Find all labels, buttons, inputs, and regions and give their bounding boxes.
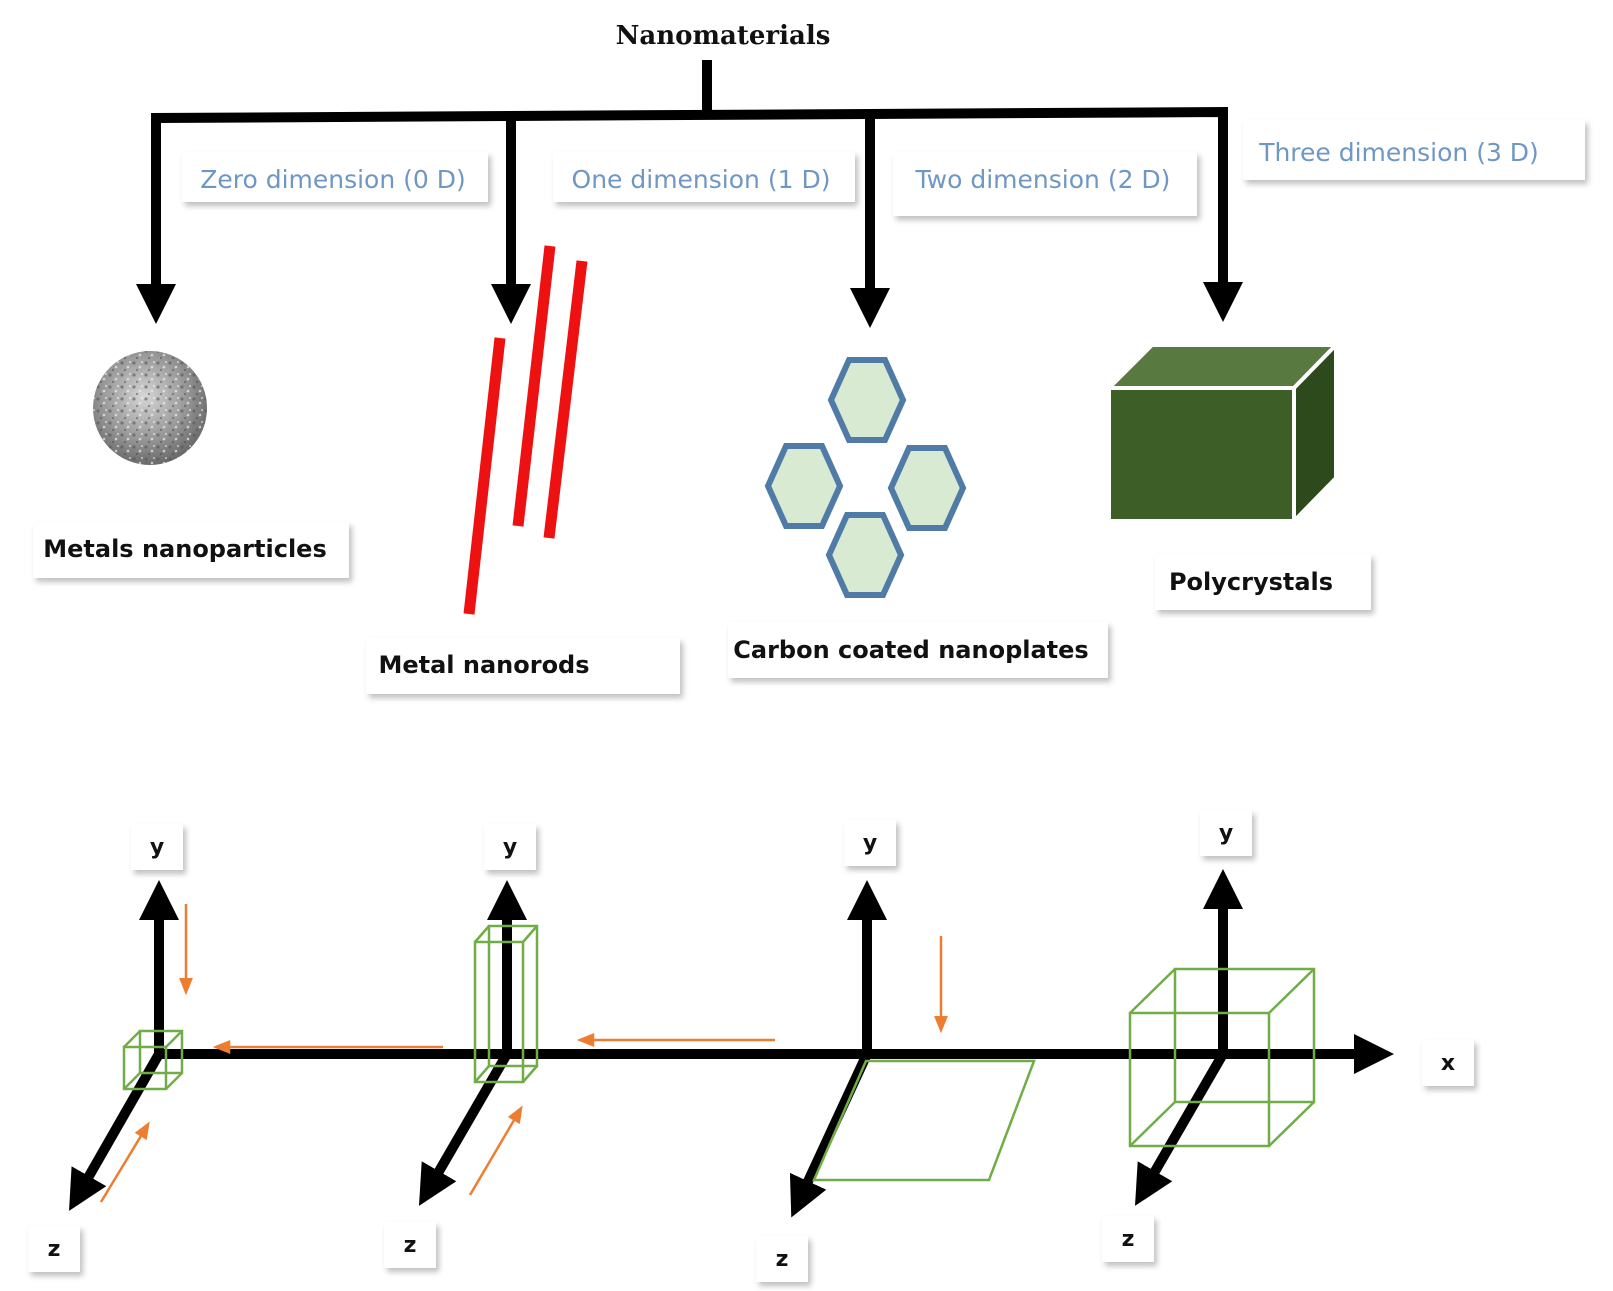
category-label-0d: Zero dimension (0 D): [182, 152, 488, 202]
axis-label-text: y: [503, 835, 517, 860]
axis-label-text: z: [776, 1247, 789, 1272]
example-label-text: Carbon coated nanoplates: [733, 636, 1088, 664]
axis-label-text: y: [863, 831, 877, 856]
wireframe-plane: [812, 1059, 1036, 1182]
category-label-text: One dimension (1 D): [572, 165, 831, 194]
category-label-text: Zero dimension (0 D): [200, 165, 466, 194]
axis-label-text: z: [1122, 1227, 1135, 1252]
category-label-2d: Two dimension (2 D): [893, 152, 1197, 216]
example-label-text: Metals nanoparticles: [43, 535, 326, 563]
axis-label-z-2: z: [384, 1222, 436, 1268]
axis-label-text: x: [1441, 1051, 1455, 1076]
axis-label-text: y: [150, 835, 164, 860]
category-label-text: Three dimension (3 D): [1258, 138, 1539, 167]
category-label-3d: Three dimension (3 D): [1243, 120, 1585, 180]
axis-label-x: x: [1422, 1040, 1474, 1086]
nanorods-icon: [463, 245, 588, 615]
axis-label-text: z: [48, 1237, 61, 1262]
orange-arrows: [99, 904, 948, 1203]
z-axes: [69, 1051, 1228, 1218]
axis-label-text: y: [1219, 821, 1233, 846]
root-title: Nanomaterials: [616, 21, 831, 51]
polycrystal-cube-icon: [1107, 343, 1338, 523]
axis-label-y-3: y: [844, 820, 896, 866]
axis-label-z-4: z: [1102, 1216, 1154, 1262]
nanoplates-icon: [764, 357, 967, 598]
category-label-text: Two dimension (2 D): [915, 165, 1171, 194]
nanoparticle-icon: [93, 351, 207, 465]
example-label-text: Polycrystals: [1169, 568, 1333, 596]
example-label-nanoparticles: Metals nanoparticles: [33, 522, 349, 578]
axis-label-z-1: z: [28, 1226, 80, 1272]
wireframe-shapes: [122, 924, 1316, 1182]
example-label-text: Metal nanorods: [378, 651, 589, 679]
category-label-1d: One dimension (1 D): [553, 152, 855, 202]
tree-connectors: [136, 60, 1243, 328]
axis-label-y-4: y: [1200, 810, 1252, 856]
example-label-nanoplates: Carbon coated nanoplates: [728, 622, 1108, 678]
y-axes: [139, 869, 1243, 1054]
example-label-nanorods: Metal nanorods: [366, 638, 680, 694]
wireframe-prism: [473, 924, 539, 1084]
axis-label-text: z: [404, 1233, 417, 1258]
example-label-polycrystals: Polycrystals: [1155, 554, 1371, 610]
wireframe-small-cube: [122, 1029, 184, 1091]
axis-label-y-1: y: [131, 824, 183, 870]
axis-label-z-3: z: [756, 1236, 808, 1282]
wireframe-large-cube: [1128, 967, 1316, 1148]
axis-label-y-2: y: [484, 824, 536, 870]
